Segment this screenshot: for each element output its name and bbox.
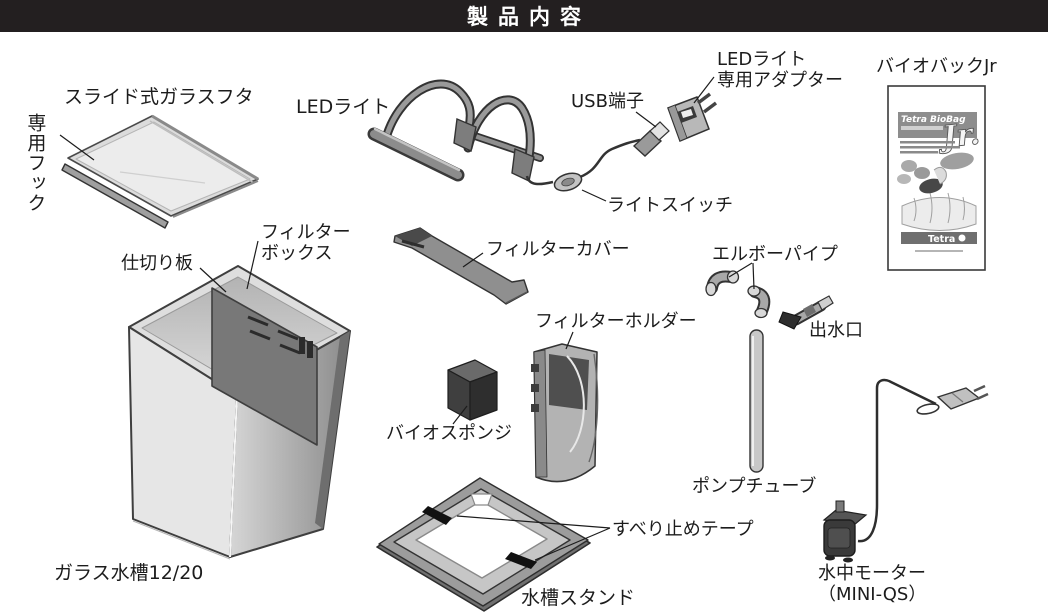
label-biobag: バイオバックJr [876, 56, 997, 77]
light-switch-drawing [553, 172, 583, 192]
label-led-light: LEDライト [296, 96, 391, 118]
power-plug-drawing [916, 384, 989, 415]
label-outlet: 出水口 [809, 320, 863, 341]
label-adapter-line2: 専用アダプター [717, 70, 843, 92]
biobag-brand-text: Tetra BioBag [901, 115, 966, 125]
label-light-switch: ライトスイッチ [607, 195, 733, 216]
label-anti-slip: すべり止めテープ [612, 519, 754, 540]
bio-sponge-drawing [447, 359, 498, 421]
filter-cover-drawing [393, 227, 529, 305]
glass-lid-drawing [61, 114, 259, 229]
label-bio-sponge: バイオスポンジ [386, 423, 512, 444]
label-adapter-line1: LEDライト [717, 49, 807, 70]
label-motor: 水中モーター （MINI-QS） [818, 563, 926, 605]
biobag-footer-logo-text: Tetra [928, 234, 955, 245]
label-motor-line2: （MINI-QS） [818, 584, 927, 606]
label-glass-lid: スライド式ガラスフタ [64, 86, 254, 108]
underwater-motor-drawing [822, 378, 989, 563]
partition-plate-drawing [211, 287, 318, 446]
pump-tube-drawing [749, 329, 764, 473]
label-adapter: LEDライト 専用アダプター [717, 49, 843, 91]
power-adapter-drawing [667, 92, 718, 142]
label-partition: 仕切り板 [121, 253, 193, 274]
light-cord-drawing [525, 92, 718, 192]
label-filter-box: フィルター ボックス [261, 222, 351, 264]
led-light-drawing [367, 79, 544, 183]
usb-plug-drawing [632, 121, 670, 157]
biobag-package-drawing: Tetra BioBag Jr. Tetra [887, 85, 986, 271]
label-filter-cover: フィルターカバー [486, 239, 630, 260]
label-usb: USB端子 [571, 91, 644, 112]
title-bar: 製品内容 [0, 0, 1048, 32]
label-stand: 水槽スタンド [521, 587, 636, 609]
biobag-jr-text: Jr. [936, 117, 982, 156]
label-hook: 専用フック [24, 113, 47, 213]
label-tank: ガラス水槽12/20 [54, 562, 204, 584]
leader-lines [59, 76, 755, 561]
label-filter-holder: フィルターホルダー [535, 311, 697, 332]
outlet-nozzle-drawing [778, 295, 834, 330]
label-pump-tube: ポンプチューブ [692, 476, 817, 497]
glass-tank-drawing [128, 265, 351, 560]
label-filter-box-line1: フィルター [261, 222, 351, 243]
filter-holder-drawing [531, 343, 599, 483]
elbow-pipes-drawing [705, 270, 771, 319]
label-elbow-pipe: エルボーパイプ [712, 244, 838, 265]
label-motor-line1: 水中モーター [818, 563, 926, 584]
label-filter-box-line2: ボックス [261, 243, 333, 265]
page-title: 製品内容 [467, 5, 591, 29]
